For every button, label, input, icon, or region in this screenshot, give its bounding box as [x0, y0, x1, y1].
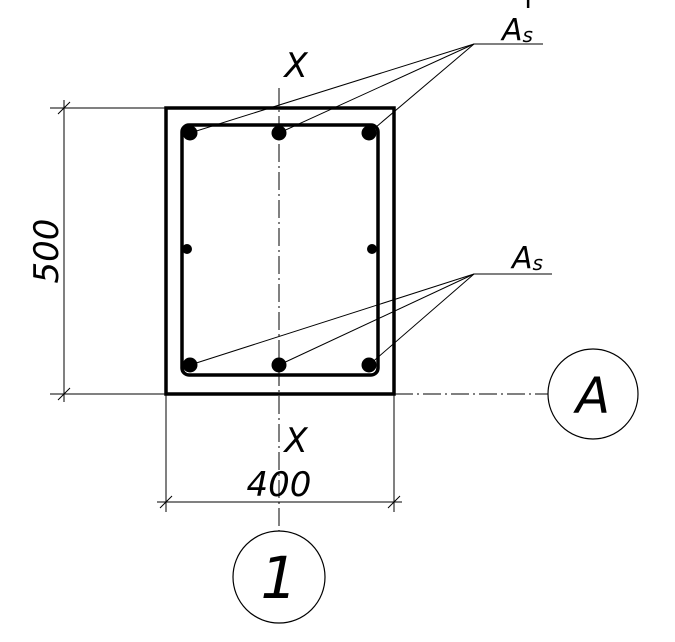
concrete-section-outline: [164, 106, 396, 396]
grid-bubble-1: [232, 530, 326, 624]
grid-bubble-a-label: A: [573, 367, 610, 425]
width-dimension-label: 400: [247, 465, 312, 505]
grid-bubble-a: [547, 348, 639, 440]
height-dimension: [50, 100, 166, 402]
grid-bubble-1-label: 1: [261, 544, 298, 612]
top-rebar-prime: ': [524, 0, 532, 30]
side-rebar: [182, 244, 192, 254]
stirrup: [180, 123, 380, 377]
axis-label-bottom: X: [282, 421, 308, 461]
bottom-rebar-label: As: [510, 241, 543, 276]
bottom-rebar-leaders: [189, 273, 552, 366]
height-dimension-label: 500: [27, 219, 67, 284]
width-dimension: [157, 394, 402, 512]
side-rebar: [367, 244, 377, 254]
axis-label-top: X: [282, 46, 308, 86]
top-rebar-leaders: [189, 43, 543, 134]
top-rebar-label: As: [500, 13, 533, 48]
